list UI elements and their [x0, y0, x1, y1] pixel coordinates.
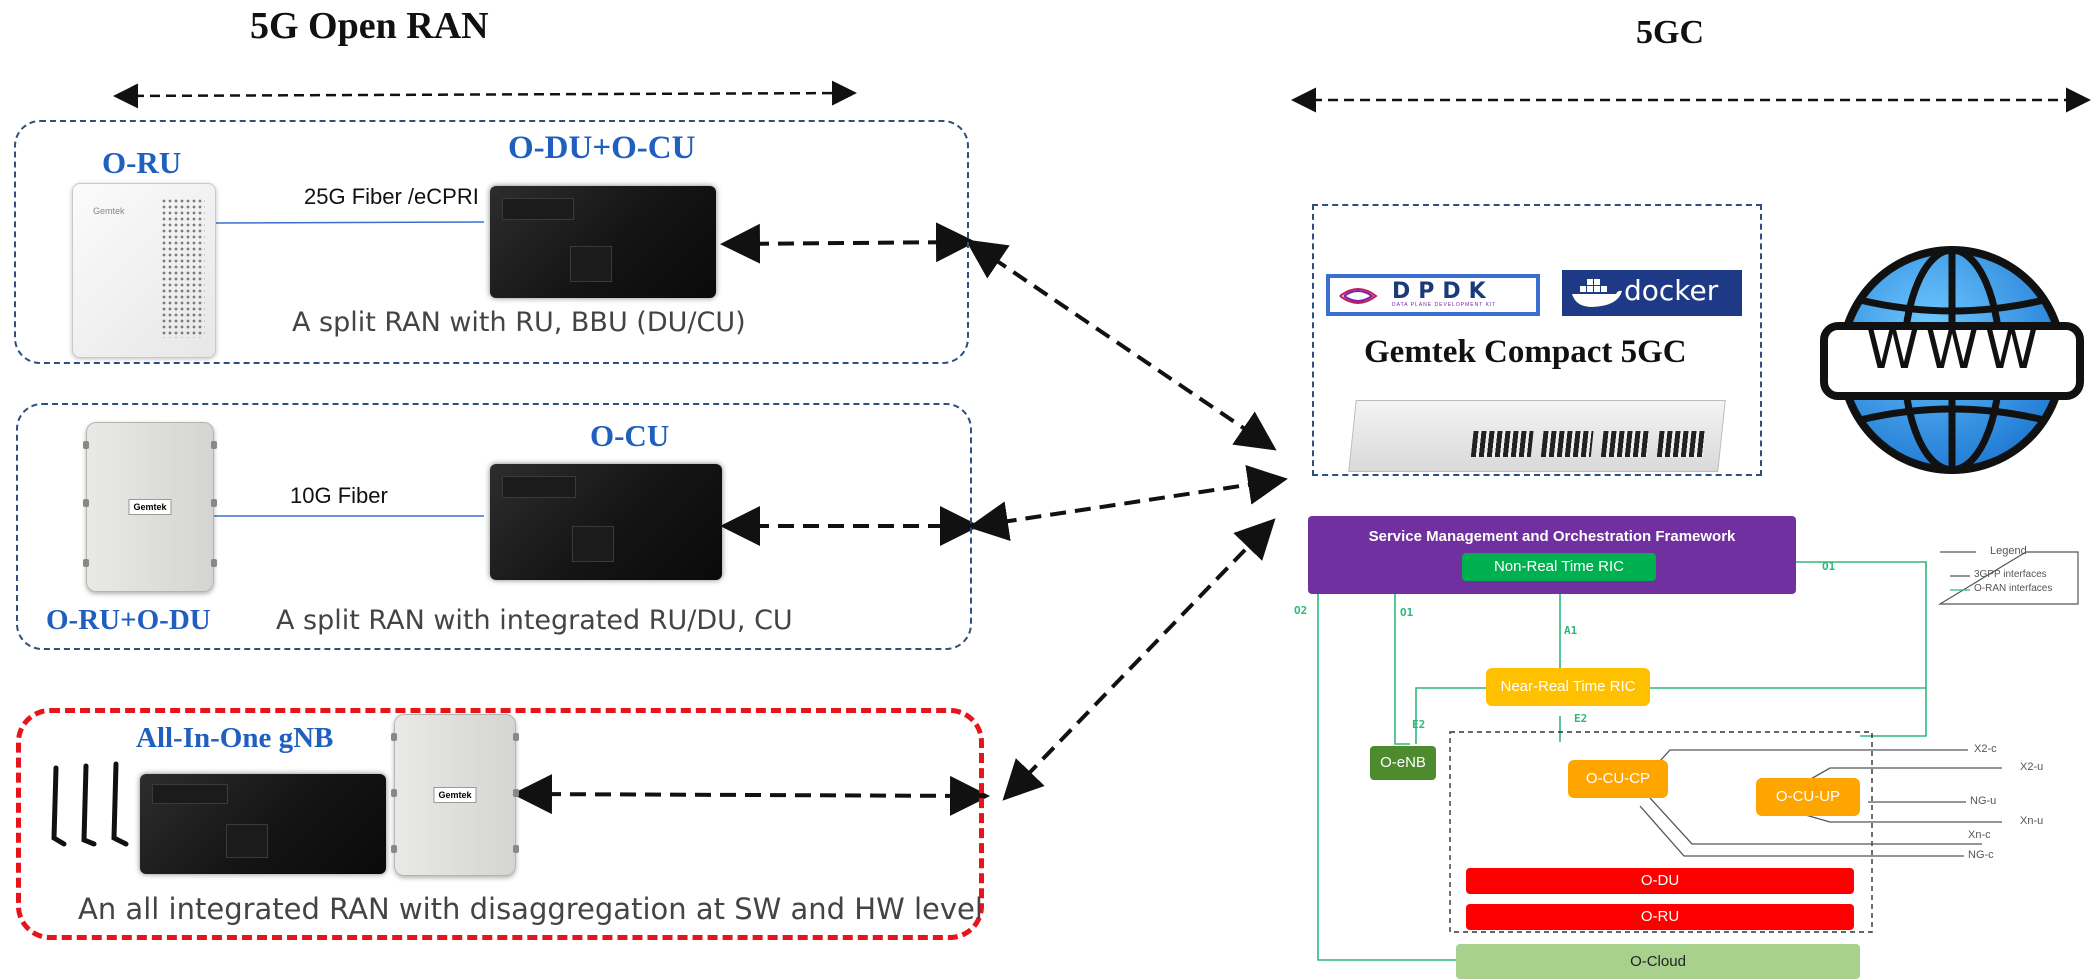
o-ru-o-du-device: Gemtek	[83, 422, 217, 592]
core-arrow-1	[965, 239, 1277, 451]
near-rt-ric: Near-Real Time RIC	[1486, 668, 1650, 706]
legend-3gpp: 3GPP interfaces	[1974, 569, 2047, 580]
split-ran-group-2	[16, 403, 972, 650]
gnb-radio-unit: Gemtek	[391, 714, 519, 876]
docker-text: docker	[1624, 274, 1719, 307]
ext-xn-c: Xn-c	[1968, 829, 1991, 841]
docker-whale-icon	[1572, 279, 1622, 307]
group2-description: A split RAN with integrated RU/DU, CU	[276, 605, 793, 636]
o-du-o-cu-server	[490, 186, 716, 298]
group3-arrow	[512, 774, 990, 816]
ext-x2-u: X2-u	[2020, 761, 2044, 773]
www-globe-icon	[1820, 246, 2084, 474]
ran-heading: 5G Open RAN	[250, 5, 489, 47]
vent-grid	[161, 198, 205, 338]
oran-lines	[1317, 551, 2079, 961]
iface-a1: A1	[1564, 624, 1578, 637]
o-du-o-cu-label: O-DU+O-CU	[508, 130, 696, 166]
ran-span-arrow	[113, 80, 857, 109]
o-cu-server	[490, 464, 722, 580]
legend-title: Legend	[1990, 545, 2027, 557]
all-in-one-gnb-label: All-In-One gNB	[136, 722, 334, 754]
iface-e2-left: E2	[1412, 718, 1426, 731]
dpdk-logo: DPDK DATA PLANE DEVELOPMENT KIT	[1326, 274, 1540, 316]
group1-arrow	[720, 222, 976, 264]
smo-title: Service Management and Orchestration Fra…	[1368, 528, 1736, 545]
non-rt-ric: Non-Real Time RIC	[1462, 553, 1656, 581]
o-cu-cp: O-CU-CP	[1568, 760, 1668, 798]
o-ru-box: O-RU	[1466, 904, 1854, 930]
o-enb: O-eNB	[1370, 746, 1436, 780]
fiber-link-1	[215, 221, 485, 224]
core-heading: 5GC	[1636, 14, 1704, 51]
dpdk-text: DPDK	[1392, 279, 1494, 304]
iface-o1-right: O1	[1822, 560, 1836, 573]
link-label-10g: 10G Fiber	[290, 483, 388, 508]
vendor-tag: Gemtek	[433, 787, 477, 803]
o-ru-o-du-label: O-RU+O-DU	[46, 604, 211, 636]
compact-5gc-box	[1312, 204, 1762, 476]
gnb-server	[140, 774, 386, 874]
iface-e2-mid: E2	[1574, 712, 1588, 725]
www-label: WWW	[1866, 318, 2045, 381]
o-cu-up: O-CU-UP	[1756, 778, 1860, 816]
dpdk-tagline: DATA PLANE DEVELOPMENT KIT	[1392, 302, 1497, 308]
compact-5gc-appliance	[1348, 400, 1726, 472]
o-cloud: O-Cloud	[1456, 944, 1860, 979]
antenna-icon	[51, 761, 129, 847]
all-in-one-group	[16, 708, 984, 940]
vendor-tag: Gemtek	[128, 499, 172, 515]
core-arrow-2	[968, 465, 1288, 541]
ext-ng-u: NG-u	[1970, 795, 1997, 807]
split-ran-group-1	[14, 120, 969, 364]
link-label-25g: 25G Fiber /eCPRI	[304, 184, 479, 209]
legend-oran: O-RAN interfaces	[1974, 583, 2053, 594]
vendor-logo: Gemtek	[93, 206, 125, 216]
core-arrow-3	[1002, 518, 1276, 801]
o-cu-label: O-CU	[590, 418, 670, 453]
ext-ng-c: NG-c	[1968, 849, 1994, 861]
docker-logo: docker	[1562, 270, 1742, 316]
dpdk-swirl-icon	[1339, 288, 1378, 304]
ext-x2-c: X2-c	[1974, 743, 1997, 755]
iface-o1-left: O1	[1400, 606, 1414, 619]
o-ru-label: O-RU	[102, 145, 182, 180]
group1-description: A split RAN with RU, BBU (DU/CU)	[292, 307, 746, 338]
iface-o2: O2	[1294, 604, 1308, 617]
group3-description: An all integrated RAN with disaggregatio…	[78, 892, 983, 926]
o-ru-device: Gemtek	[72, 183, 216, 358]
ext-xn-u: Xn-u	[2020, 815, 2044, 827]
legend-box	[1937, 551, 2079, 605]
o-du: O-DU	[1466, 868, 1854, 894]
compact-5gc-title: Gemtek Compact 5GC	[1364, 334, 1687, 370]
